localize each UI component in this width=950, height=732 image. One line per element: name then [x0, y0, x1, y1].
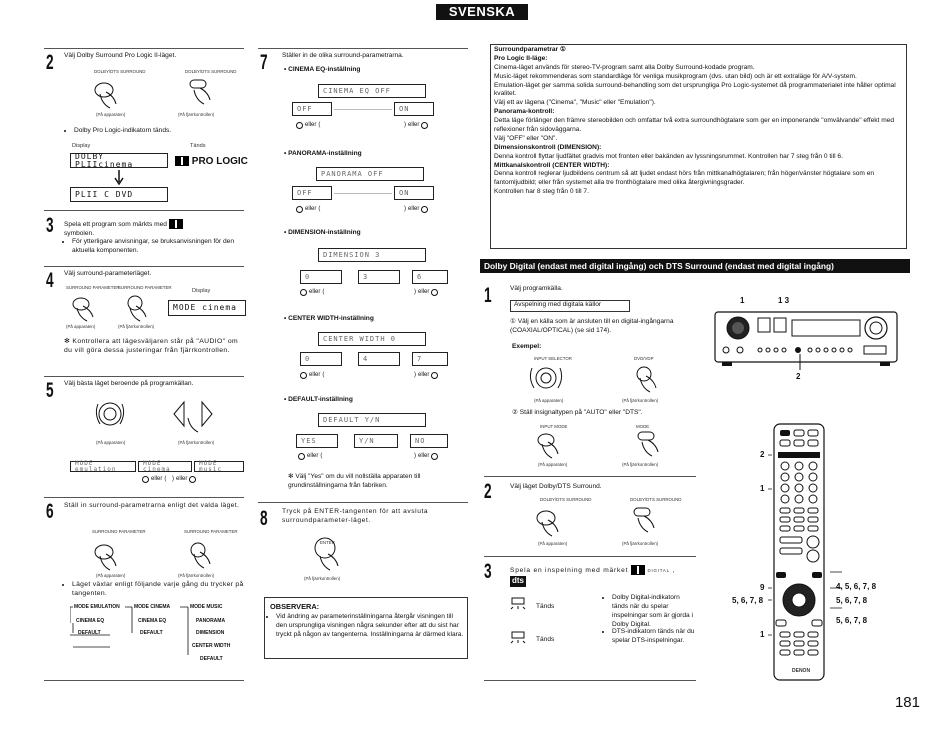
divider — [484, 680, 696, 681]
button-left-icon: ( — [318, 122, 321, 128]
connector-line — [334, 109, 392, 110]
dts-logo: dts — [510, 576, 526, 587]
input-selector-knob-icon — [529, 367, 563, 389]
enter-button-icon — [314, 537, 339, 571]
knob-left-icon — [298, 453, 305, 461]
display-panel: DEFAULT Y/N — [318, 413, 426, 427]
divider — [44, 266, 244, 267]
knob-left-icon — [296, 122, 303, 130]
mode-option: MODE cinema — [138, 460, 192, 472]
option-box: NO — [410, 434, 448, 448]
option-box: OFF — [292, 186, 332, 200]
remote-hand-icon — [636, 366, 657, 393]
dolby-logo-icon — [175, 156, 189, 167]
button-right-icon: ) — [414, 289, 416, 295]
knob-right-icon — [431, 289, 439, 297]
button-icon: ) — [172, 476, 174, 482]
remote-hand-icon — [633, 507, 655, 533]
mode-option: MODE emulation — [70, 460, 136, 472]
section-bar: Dolby Digital (endast med digital ingång… — [480, 259, 910, 273]
flow-lines — [70, 606, 189, 655]
remote-illustration — [773, 423, 825, 681]
pro-logic-logo: PRO LOGIC — [175, 155, 248, 168]
knob-icon — [189, 476, 197, 484]
knob-left-icon — [300, 372, 307, 380]
indicator-light-icon — [510, 631, 526, 644]
option-box: 0 — [300, 270, 342, 284]
divider — [484, 476, 696, 477]
divider — [44, 497, 244, 498]
divider — [484, 556, 696, 557]
button-right-icon: ) — [414, 372, 416, 378]
knob-right-icon — [421, 122, 429, 130]
option-box: 4 — [358, 352, 400, 366]
display-panel: DIMENSION 3 — [318, 248, 426, 262]
remote-hand-icon — [127, 295, 147, 322]
remote-hand-icon — [637, 431, 659, 457]
option-box: OFF — [292, 102, 332, 116]
arrow-down-icon — [114, 170, 124, 186]
remote-left-right-icon — [173, 400, 213, 433]
remote-hand-icon — [190, 542, 211, 569]
hand-press-icon — [537, 433, 559, 459]
button-right-icon: ) — [404, 206, 406, 212]
divider — [258, 48, 468, 49]
knob-left-icon — [300, 289, 307, 297]
display-panel: PLII C DVD — [70, 187, 168, 202]
page-number: 181 — [894, 694, 920, 711]
knob-icon — [95, 402, 125, 426]
knob-right-icon — [431, 372, 439, 380]
dolby-digital-logo-icon — [630, 565, 645, 575]
button-left-icon: ( — [322, 372, 325, 378]
divider — [258, 502, 468, 503]
knob-left-icon — [296, 206, 303, 214]
option-box: YES — [296, 434, 338, 448]
source-box — [510, 300, 630, 312]
hand-press-icon — [536, 510, 559, 537]
option-box: ON — [394, 102, 434, 116]
knob-icon — [142, 476, 149, 484]
display-panel: MODE cinema — [168, 300, 246, 316]
option-box: 0 — [300, 352, 342, 366]
button-left-icon: ( — [318, 206, 321, 212]
connector-line — [334, 193, 392, 194]
surround-params-box — [490, 44, 907, 249]
option-box: Y/N — [354, 434, 398, 448]
observe-box — [264, 597, 468, 659]
option-box: ON — [394, 186, 434, 200]
option-box: 6 — [412, 270, 448, 284]
surround-params-text: Surroundparametrar ① Pro Logic II-läge: … — [494, 46, 896, 196]
option-box: 3 — [358, 270, 400, 284]
remote-hand-icon — [189, 79, 211, 105]
option-box: 7 — [412, 352, 448, 366]
divider — [44, 210, 244, 211]
hand-press-icon — [72, 297, 94, 322]
indicator-light-icon — [510, 597, 526, 610]
display-panel: DOLBY PLIIcinema — [70, 152, 168, 168]
divider — [44, 680, 244, 681]
mode-option: MODE music — [194, 460, 244, 472]
hand-press-icon — [94, 544, 117, 571]
divider — [44, 376, 244, 377]
dolby-surround-logo-icon — [168, 219, 183, 229]
knob-right-icon — [421, 206, 429, 214]
button-right-icon: ) — [414, 453, 416, 459]
button-right-icon: ) — [404, 122, 406, 128]
display-panel: PANORAMA OFF — [316, 167, 424, 181]
display-panel: CINEMA EQ OFF — [318, 84, 426, 98]
button-icon: ( — [164, 476, 167, 482]
hand-press-icon — [94, 82, 117, 109]
knob-right-icon — [431, 453, 439, 461]
button-left-icon: ( — [320, 453, 323, 459]
button-left-icon: ( — [322, 289, 325, 295]
divider — [44, 48, 244, 49]
display-panel: CENTER WIDTH 0 — [318, 332, 426, 346]
callout-lines — [768, 454, 842, 636]
receiver-illustration — [714, 311, 898, 370]
language-header: SVENSKA — [436, 4, 528, 20]
